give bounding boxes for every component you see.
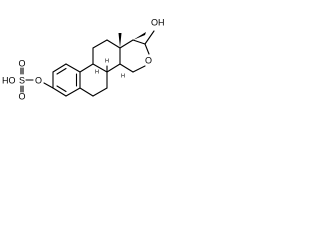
stereo-h-label-8: H xyxy=(105,58,109,64)
ring-b xyxy=(79,63,108,97)
ring-c xyxy=(92,39,121,73)
stereo-h-label-9: H xyxy=(95,69,99,75)
ester-oxygen-label: O xyxy=(35,75,42,85)
hydroxyl-wedge xyxy=(133,32,146,40)
sulfate-oxygen-bottom-label: O xyxy=(19,91,26,101)
ring-a-aromatic xyxy=(52,63,81,97)
sulfate-hydroxyl-label: HO xyxy=(2,75,16,85)
sulfate-oxygen-top-label: O xyxy=(19,58,26,68)
ring-oxygen-label: O xyxy=(145,55,152,65)
sulfur-label: S xyxy=(19,75,25,85)
stereo-h-label-14: H xyxy=(121,73,125,79)
sulfate-linkage xyxy=(20,67,54,93)
hydroxyl-label: OH xyxy=(151,17,165,27)
steroid-structure-diagram: OH O O S O O HO H H H xyxy=(2,17,165,101)
ring-d-oxolane xyxy=(119,39,150,73)
methyl-wedge xyxy=(118,33,122,48)
